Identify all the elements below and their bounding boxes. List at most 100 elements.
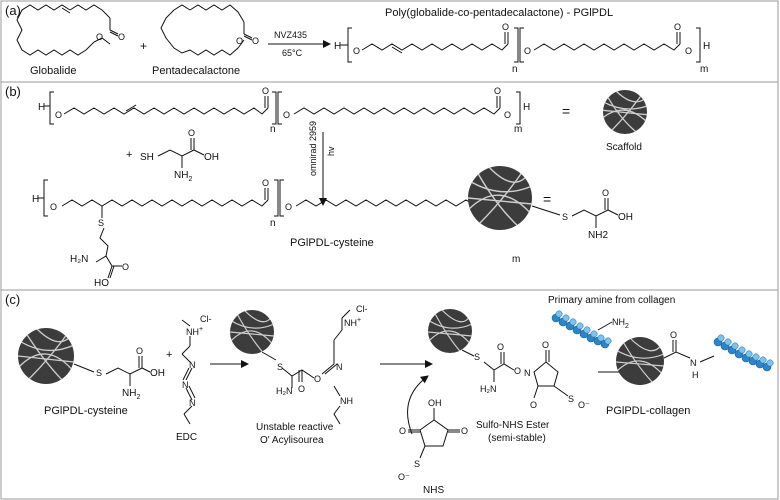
scaffold-cysteine-chain: [531, 198, 619, 228]
intermediate-label-line2: O' Acylisourea: [260, 435, 324, 446]
ester-sulfonate-o: O⁻: [578, 400, 590, 410]
globalide-ring-oxygen: O: [96, 32, 103, 42]
nhs-label: NHS: [423, 485, 444, 496]
ester-n: N: [524, 368, 531, 378]
c-cys-sulfur: S: [96, 368, 102, 378]
polymer-b-o4: O: [494, 86, 501, 96]
nhs-sulfonate-s: S: [414, 459, 420, 469]
collagen-amine-title: Primary amine from collagen: [548, 295, 675, 306]
polymer-b-o2: O: [262, 86, 269, 96]
nhs-attack-arrow: [407, 375, 429, 435]
plus-sign-b: +: [126, 149, 132, 161]
ester-label-line1: Sulfo-NHS Ester: [476, 420, 550, 431]
polymer-title: Poly(globalide-co-pentadecalactone) - PG…: [385, 7, 613, 19]
polymer-b-top-structure: [44, 91, 521, 125]
photoinitiator-label: omnirad 2959: [308, 121, 318, 176]
intermediate-amine: H₂N: [276, 386, 293, 396]
ester-sulfur: S: [474, 352, 480, 362]
polymer-b-n: n: [270, 124, 276, 135]
collagen-carbonyl-o: O: [670, 330, 677, 340]
nhs-o1: O: [399, 426, 406, 436]
cysteine-hydroxyl: OH: [204, 152, 219, 163]
scaffold-cys-carbonyl-o: O: [602, 188, 609, 198]
edc-n2: N: [182, 380, 189, 390]
collagen-helix-top: [551, 310, 613, 349]
cysteine-thiol: SH: [140, 152, 154, 163]
scaffold-icon: [603, 90, 647, 134]
scaffold-cysteine-icon: [468, 166, 532, 230]
polymer-b-h-right: H: [523, 102, 530, 113]
polymer-b-m: m: [514, 124, 522, 135]
panel-c-frame: [0, 289, 779, 500]
ester-ring-o1: O: [542, 340, 549, 350]
pglpdl-collagen-product: [616, 334, 774, 385]
pglpdl-polymer-structure: [340, 27, 701, 63]
scaffold-label: Scaffold: [606, 142, 642, 153]
polymer-a-o4: O: [674, 22, 681, 32]
equals-sign-bottom: =: [543, 191, 551, 207]
pdl-ring-oxygen: O: [236, 36, 243, 46]
edc-amine: NH+: [186, 326, 203, 337]
c-cys-hydroxyl: OH: [150, 368, 165, 379]
panel-b-letter: (b): [5, 84, 21, 99]
polymer-b-o3: O: [283, 110, 290, 120]
polymer-a-m: m: [700, 64, 708, 75]
polymer-a-o5: O: [685, 46, 692, 56]
intermediate-n: N: [336, 362, 343, 372]
polymer-a-o1: O: [353, 46, 360, 56]
polymer-cys-o1: O: [50, 202, 57, 212]
ester-amine: H₂N: [480, 384, 497, 394]
pglpdl-cysteine-label: PGlPDL-cysteine: [290, 237, 374, 249]
polymer-a-n: n: [512, 64, 518, 75]
collagen-nh2: NH2: [612, 317, 629, 330]
ester-sulfonate-s: S: [568, 394, 574, 404]
catalyst-label: NVZ435: [274, 30, 307, 40]
polymer-cys-sulfur: S: [98, 218, 104, 228]
polymer-b-o5: O: [504, 110, 511, 120]
c-cys-amine: NH2: [122, 388, 140, 401]
polymer-cys-carbonyl-o: O: [122, 262, 129, 272]
edc-chloride: Cl-: [200, 314, 212, 324]
edc-n1: N: [189, 360, 196, 370]
intermediate-carbonyl-o: O: [298, 384, 305, 394]
intermediate-nh: NH: [340, 396, 353, 406]
intermediate-chloride: Cl-: [356, 304, 368, 314]
temperature-label: 65°C: [282, 48, 303, 58]
panel-a-letter: (a): [5, 3, 21, 18]
ester-carbonyl-o: O: [497, 342, 504, 352]
pentadecalactone-label: Pentadecalactone: [152, 65, 240, 77]
polymer-cys-o3: O: [285, 202, 292, 212]
intermediate-ester-o: O: [314, 374, 321, 384]
polymer-a-h-right: H: [703, 41, 710, 52]
nhs-hydroxyl: OH: [428, 398, 442, 408]
c-cys-carbonyl-o: O: [136, 346, 143, 356]
acylisourea-intermediate: [230, 309, 351, 425]
collagen-amide-n: N: [690, 358, 697, 368]
ester-o: O: [514, 366, 521, 376]
edc-label: EDC: [176, 432, 197, 443]
panel-b-frame: [0, 81, 779, 291]
equals-sign-top: =: [562, 103, 570, 119]
polymer-cys-h-left: H: [32, 194, 39, 205]
cysteine-structure: [157, 138, 205, 168]
nhs-sulfonate-o: O⁻: [398, 472, 410, 482]
polymer-cys-amine: H₂N: [70, 254, 88, 265]
cysteine-amine: NH2: [174, 170, 192, 183]
intermediate-label-line1: Unstable reactive: [256, 422, 334, 433]
collagen-amide-h: H: [692, 370, 699, 380]
polymer-b-o1: O: [55, 110, 62, 120]
edc-n3: N: [189, 398, 196, 408]
pentadecalactone-structure: [160, 4, 253, 56]
cysteine-carbonyl-o: O: [188, 128, 195, 138]
globalide-carbonyl-oxygen: O: [118, 32, 125, 42]
globalide-label: Globalide: [30, 65, 76, 77]
pglpdl-collagen-label: PGlPDL-collagen: [606, 405, 690, 417]
sulfo-nhs-ester: [428, 309, 569, 399]
polymer-a-h-left: H: [334, 41, 341, 52]
intermediate-ammonium: NH+: [344, 317, 361, 328]
polymer-cys-m: m: [512, 254, 520, 265]
plus-sign-c: +: [166, 349, 172, 361]
polymer-cys-o2: O: [262, 178, 269, 188]
nhs-structure: [408, 408, 460, 459]
